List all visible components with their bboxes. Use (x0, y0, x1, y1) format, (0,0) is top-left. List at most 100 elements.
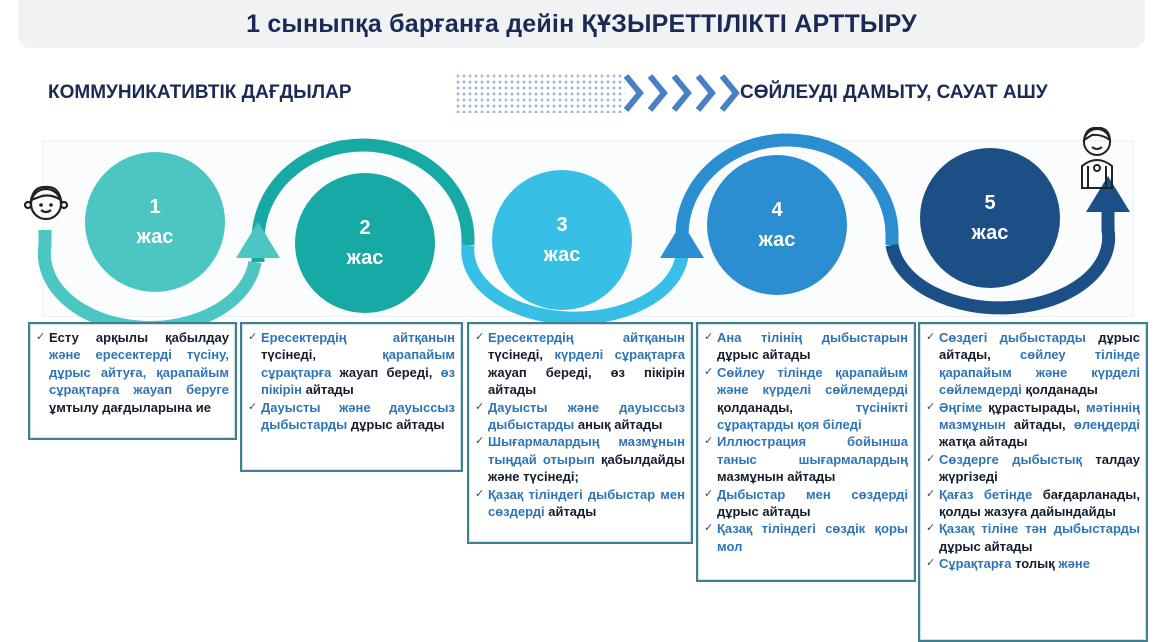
skill-text: күрделі сұрақтарға (554, 347, 685, 363)
skill-item: Шығармалардың мазмұнын тыңдай отырып қаб… (475, 433, 685, 485)
skill-text: Қазақ тіліндегі сөздік қоры мол (717, 521, 908, 554)
skill-text: Шығармалардың мазмұнын тыңдай отырып (488, 434, 685, 467)
skill-text: Ана тілінің дыбыстарын (717, 330, 908, 345)
skill-text: қарапайым сұрақтарға (261, 347, 455, 380)
skill-text: түсінеді, (488, 347, 555, 363)
skill-item: Ересектердің айтқанын түсінеді, күрделі … (475, 329, 685, 399)
skill-item: Сөйлеу тілінде қарапайым және күрделі сө… (704, 364, 908, 434)
child-face-icon (23, 185, 69, 221)
skill-item: Сөздегі дыбыстарды дұрыс айтады, сөйлеу … (926, 329, 1140, 399)
chevron-arrows-icon (623, 74, 740, 112)
skill-text: және (1058, 556, 1090, 572)
skill-text: жауап береді, өз пікірін айтады (488, 364, 685, 398)
right-heading: СӨЙЛЕУДІ ДАМЫТУ, САУАТ АШУ (740, 82, 1048, 103)
title-banner: 1 сыныпқа барғанға дейін ҚҰЗЫРЕТТІЛІКТІ … (18, 0, 1145, 48)
skill-text: толық (1015, 556, 1059, 572)
skill-text: Қағаз бетінде (939, 486, 1043, 502)
stage-unit: жас (971, 222, 1009, 244)
skills-box-2: Ересектердің айтқанын түсінеді, қарапайы… (240, 322, 463, 472)
stage-circle-5: 5 жас (920, 148, 1060, 288)
arc-4 (675, 133, 899, 258)
skill-item: Әңгіме құрастырады, мәтіннің мазмұнын ай… (926, 399, 1140, 451)
skill-text: Ересектердің айтқанын (488, 330, 685, 345)
skill-text: Қазақ тіліндегі дыбыстар мен сөздерді (488, 486, 685, 520)
skill-text: дұрыс айтады (717, 347, 811, 363)
skill-text: жатқа айтады (939, 434, 1028, 450)
stage-circle-2: 2 жас (295, 173, 435, 313)
skill-text: жауап береді, (339, 364, 441, 380)
skills-box-5: Сөздегі дыбыстарды дұрыс айтады, сөйлеу … (918, 322, 1148, 642)
skill-item: Қағаз бетінде бағдарланады, қолды жазуға… (926, 486, 1140, 521)
stage-number: 4 (771, 199, 783, 221)
skill-text: Сөйлеу тілінде қарапайым және күрделі сө… (717, 364, 908, 398)
skill-text: талдау жүргізеді (939, 451, 1140, 485)
arrowhead-2 (660, 222, 704, 258)
skill-text: Әңгіме (939, 399, 989, 415)
skills-box-4: Ана тілінің дыбыстарын дұрыс айтадыСөйле… (696, 322, 916, 582)
page-title: 1 сыныпқа барғанға дейін ҚҰЗЫРЕТТІЛІКТІ … (246, 9, 917, 38)
skill-text: дұрыс айтады (717, 504, 811, 520)
skill-text: Ересектердің айтқанын (261, 330, 455, 345)
stage-number: 2 (359, 217, 371, 239)
skill-text: мәтіннің мазмұнын (939, 399, 1141, 433)
skill-item: Дауысты және дауыссыз дыбыстарды дұрыс а… (248, 399, 455, 434)
skill-text: дұрыс айтады (350, 417, 445, 433)
skill-text: бағдарланады, қолды жазуға дайындайды (939, 486, 1140, 520)
skill-text: анық айтады (577, 417, 663, 433)
skill-text: түсінікті сұрақтарды қоя біледі (717, 399, 908, 433)
stage-circle-4: 4 жас (707, 155, 847, 295)
timeline-arrows (37, 133, 1130, 334)
stage-number: 5 (984, 192, 996, 214)
stage-circle-3: 3 жас (492, 170, 632, 310)
skill-text: өлеңдерді (1073, 417, 1140, 433)
dot-pattern (455, 73, 625, 113)
stage-unit: жас (346, 247, 384, 269)
arrowhead-1 (236, 222, 280, 258)
stage-unit: жас (543, 244, 581, 266)
skill-text: Сөздерге дыбыстық (939, 451, 1096, 467)
skill-text: ұмтылу дағдыларына ие (49, 399, 211, 415)
skill-item: Есту арқылы қабылдау және ересектерді тү… (36, 329, 229, 416)
skill-text: Есту арқылы қабылдау (49, 330, 229, 345)
skill-text: Иллюстрация бойынша таныс шығармалардың (717, 434, 908, 467)
skill-item: Қазақ тіліне тән дыбыстарды дұрыс айтады (926, 520, 1140, 555)
skill-text: қабылдайды және түсінеді; (488, 451, 685, 485)
skill-text: құрастырады, (988, 399, 1087, 415)
skill-text: қолданады (1025, 382, 1098, 398)
skill-text: дұрыс айтады, (939, 330, 1140, 363)
skill-text: сөйлеу тілінде қарапайым және күрделі сө… (939, 347, 1140, 398)
skill-text: қолданады, (717, 399, 856, 415)
skill-item: Сөздерге дыбыстық талдау жүргізеді (926, 451, 1140, 486)
skill-item: Сұрақтарға толық және (926, 555, 1140, 573)
stage-number: 3 (556, 214, 568, 236)
stage-number: 1 (149, 196, 161, 218)
skill-item: Қазақ тіліндегі дыбыстар мен сөздерді ай… (475, 486, 685, 521)
stage-unit: жас (758, 229, 796, 251)
skill-text: айтады (305, 382, 354, 398)
skill-text: Дыбыстар мен сөздерді (717, 486, 908, 502)
skill-item: Дыбыстар мен сөздерді дұрыс айтады (704, 486, 908, 521)
skill-item: Дауысты және дауыссыз дыбыстарды анық ай… (475, 399, 685, 434)
arc-5 (885, 205, 1116, 315)
skill-item: Иллюстрация бойынша таныс шығармалардың … (704, 433, 908, 485)
arc-3 (461, 244, 689, 325)
skill-text: өз пікірін (261, 364, 455, 398)
skill-text: айтады, (1013, 417, 1074, 433)
skill-text: Дауысты және дауыссыз дыбыстарды (261, 399, 455, 433)
skill-text: және ересектерді түсіну, дұрыс айтуға, қ… (49, 347, 229, 398)
skill-text: айтады (548, 504, 597, 520)
skill-text: Қазақ тіліне тән дыбыстарды (939, 521, 1140, 537)
skill-text: Сұрақтарға (939, 556, 1016, 572)
skill-text: Дауысты және дауыссыз дыбыстарды (488, 399, 685, 433)
left-heading: КОММУНИКАТИВТІК ДАҒДЫЛАР (48, 82, 352, 103)
arrowhead-3 (1086, 176, 1130, 212)
skill-text: Сөздегі дыбыстарды (939, 330, 1099, 345)
skill-item: Ересектердің айтқанын түсінеді, қарапайы… (248, 329, 455, 399)
skill-text: түсінеді, (261, 347, 383, 363)
schoolchild-icon (1081, 126, 1113, 189)
skills-box-1: Есту арқылы қабылдау және ересектерді тү… (28, 322, 237, 440)
skill-text: мазмұнын айтады (717, 469, 836, 485)
skill-item: Ана тілінің дыбыстарын дұрыс айтады (704, 329, 908, 364)
arc-2 (251, 138, 475, 262)
